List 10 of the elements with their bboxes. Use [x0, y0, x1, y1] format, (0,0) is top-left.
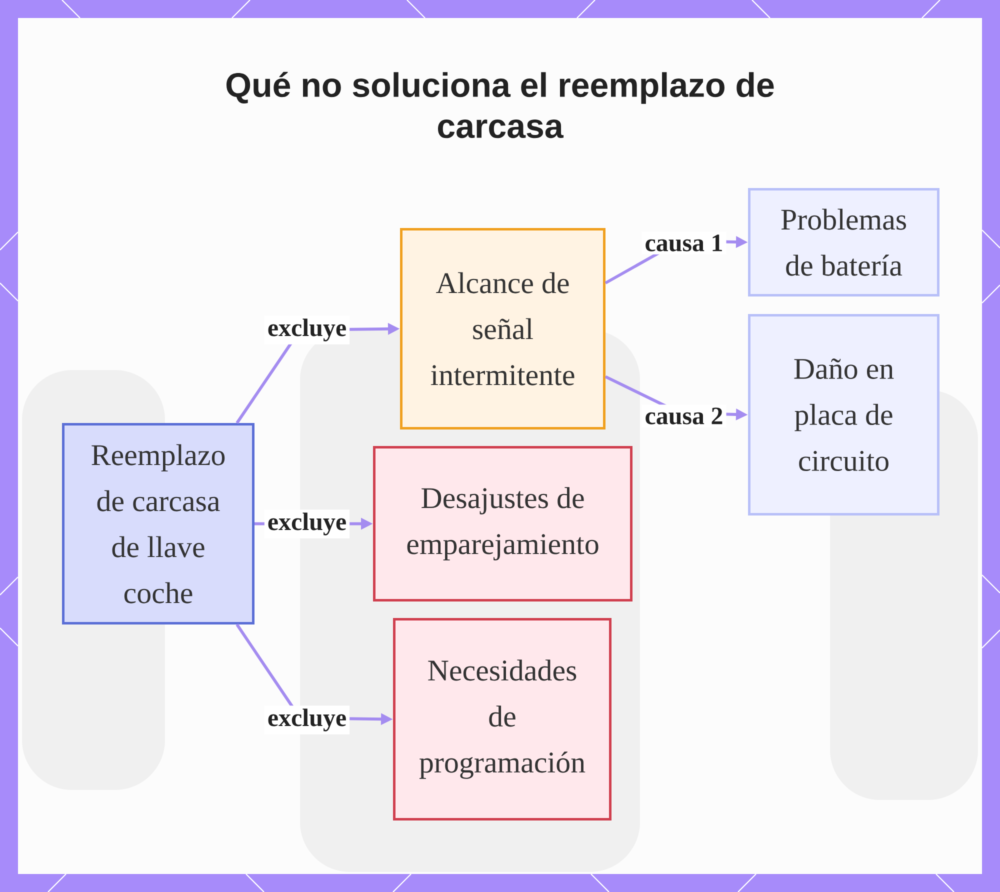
edge-label: causa 2: [642, 404, 726, 428]
edge-label: excluye: [264, 316, 350, 344]
concept-box: Problemas de batería: [748, 188, 940, 296]
edge-label: excluye: [264, 510, 350, 538]
concept-box: Necesidades de programación: [393, 618, 612, 820]
concept-box: Alcance de señal intermitente: [400, 228, 606, 430]
title: Qué no soluciona el reemplazo de carcasa: [226, 72, 774, 138]
edge-label: excluye: [264, 706, 350, 734]
edge-label: causa 1: [642, 232, 726, 254]
concept-box: Desajustes de emparejamiento: [373, 446, 632, 602]
